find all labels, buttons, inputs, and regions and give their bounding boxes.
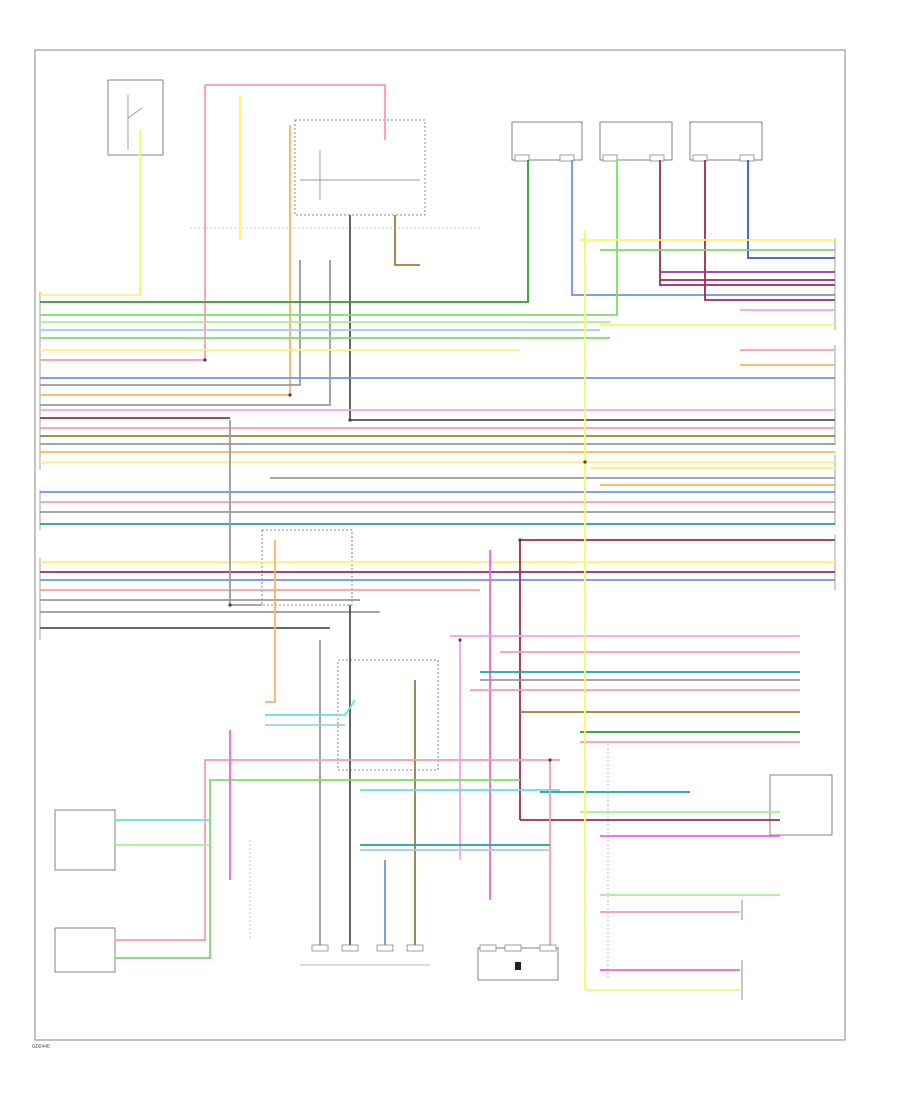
bottom-connectors — [300, 900, 743, 1000]
connector-ho2s-1 — [599, 121, 673, 161]
left-module-box — [54, 809, 116, 871]
connector-ho2s-2 — [689, 121, 763, 161]
wires — [40, 84, 835, 991]
right-sensor-box — [769, 774, 833, 836]
center-modules — [54, 529, 833, 981]
central-junction-box — [261, 529, 353, 606]
ignition-switch-box — [107, 79, 164, 156]
connector-ac-compressor — [511, 121, 583, 161]
top-components — [107, 79, 763, 229]
diagram-border — [34, 49, 846, 1041]
splice-points — [203, 358, 587, 762]
pcm-box — [337, 659, 439, 771]
left-lower-module-box — [54, 927, 116, 973]
relay-box — [294, 119, 426, 216]
diagram-code: G00446 — [32, 1044, 50, 1050]
